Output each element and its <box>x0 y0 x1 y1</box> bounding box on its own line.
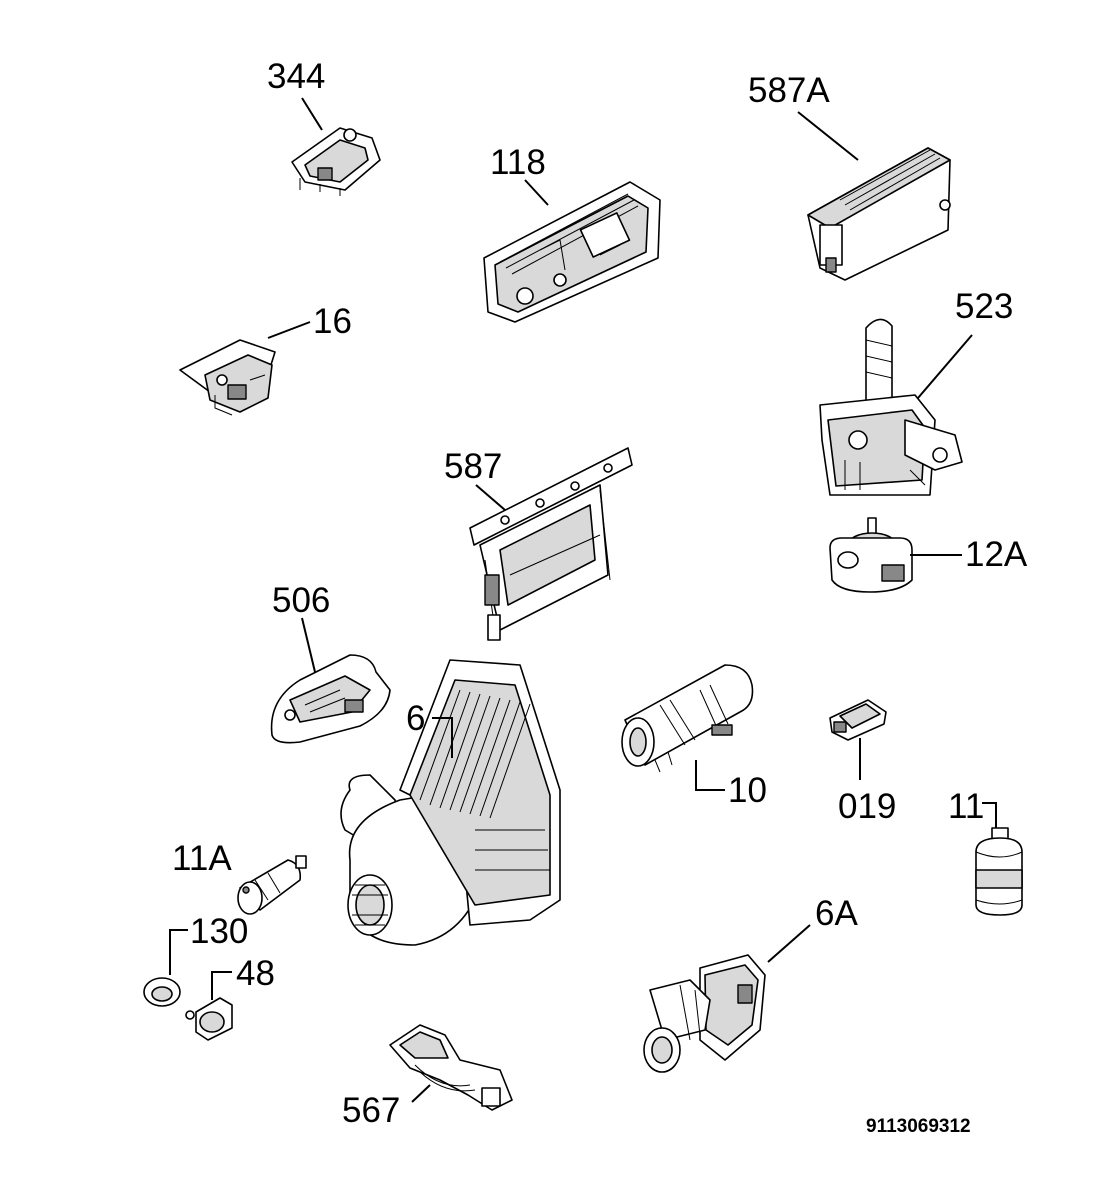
leader-10 <box>695 760 725 791</box>
leader-6A <box>767 924 811 963</box>
part-019-connector <box>829 699 887 741</box>
label-11A: 11A <box>172 839 232 878</box>
label-12A: 12A <box>965 535 1028 574</box>
label-10: 10 <box>728 771 767 810</box>
part-12A-pressure-switch <box>829 517 913 593</box>
part-587-bracket <box>469 447 633 641</box>
label-11: 11 <box>948 787 984 826</box>
part-587A-electronic-module <box>807 147 951 281</box>
leader-130 <box>169 929 188 975</box>
part-48-plug <box>185 997 233 1041</box>
label-019: 019 <box>838 787 896 826</box>
label-523: 523 <box>955 287 1013 326</box>
drawing-code: 9113069312 <box>866 1116 971 1137</box>
part-6A-drain-pump <box>643 954 766 1073</box>
leader-16 <box>267 321 311 339</box>
part-10-heater <box>621 664 754 773</box>
leader-6 <box>432 717 453 758</box>
part-11-cylinder <box>975 827 1023 916</box>
leader-48 <box>211 971 232 1000</box>
part-6-pump-motor <box>340 659 561 946</box>
label-118: 118 <box>490 143 546 182</box>
label-567: 567 <box>342 1091 400 1130</box>
label-506: 506 <box>272 581 330 620</box>
label-587A: 587A <box>748 71 830 110</box>
label-130: 130 <box>190 912 248 951</box>
label-6: 6 <box>406 699 425 738</box>
leader-506 <box>301 617 316 673</box>
label-48: 48 <box>236 954 275 993</box>
part-11A-small-motor <box>237 855 307 915</box>
part-344-latch <box>291 127 381 196</box>
leader-523 <box>917 334 973 399</box>
leader-567 <box>411 1084 431 1103</box>
label-344: 344 <box>267 57 325 96</box>
part-506-cover <box>270 654 391 744</box>
leader-587A <box>797 111 859 161</box>
leader-118 <box>524 179 549 206</box>
part-130-seal <box>143 977 181 1007</box>
label-16: 16 <box>313 302 352 341</box>
part-523-dispenser <box>819 318 963 496</box>
part-118-control-board <box>483 181 661 323</box>
label-6A: 6A <box>815 894 858 933</box>
part-567-hose-clip <box>389 1024 513 1111</box>
part-16-door-lock <box>179 339 276 416</box>
leader-587 <box>475 484 506 511</box>
label-587: 587 <box>444 447 502 486</box>
leader-344 <box>301 97 323 131</box>
leader-11 <box>982 802 997 828</box>
